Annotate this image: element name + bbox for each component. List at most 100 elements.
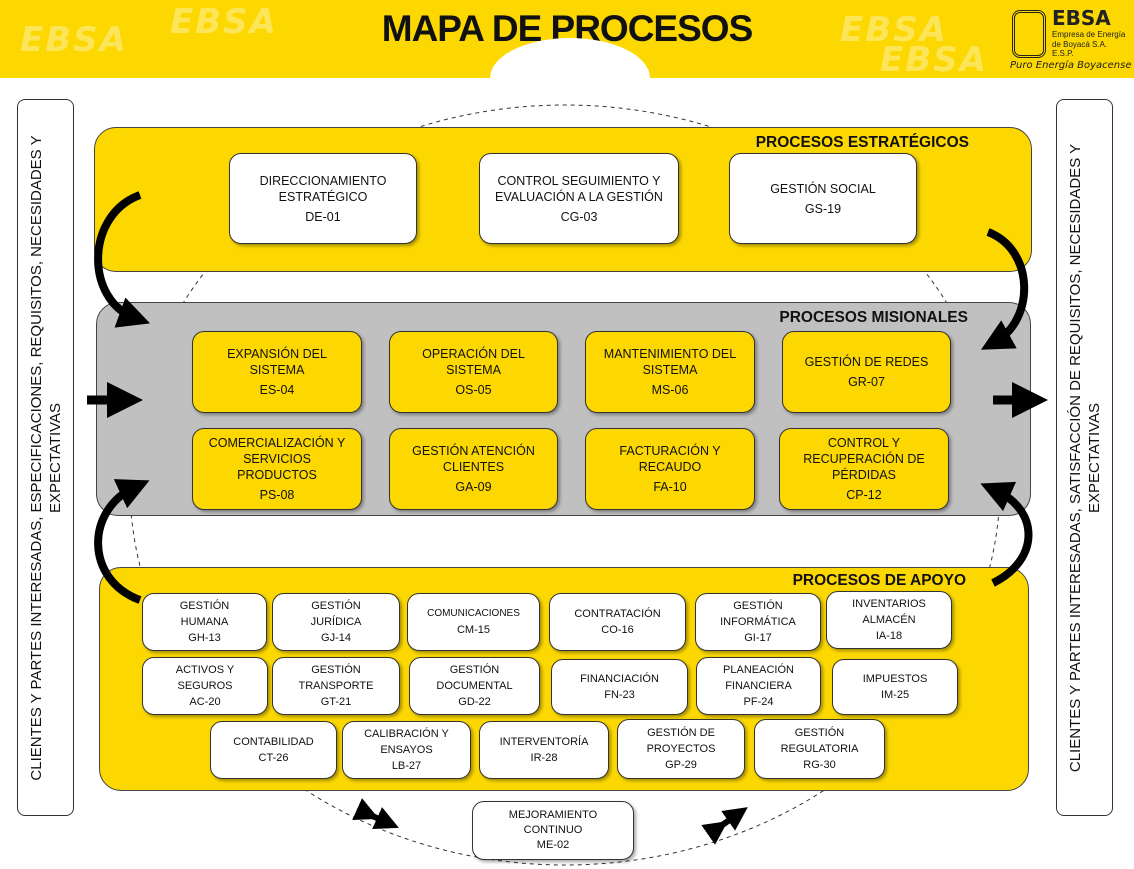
process-box-es-04[interactable]: EXPANSIÓN DEL SISTEMA ES-04: [192, 331, 362, 413]
logo-line2: de Boyacá S.A. E.S.P.: [1052, 40, 1108, 58]
process-name: COMUNICACIONES: [427, 608, 520, 619]
process-code: GR-07: [848, 375, 885, 389]
process-box-gt-21[interactable]: GESTIÓN TRANSPORTE GT-21: [272, 657, 400, 715]
process-box-gh-13[interactable]: GESTIÓN HUMANA GH-13: [142, 593, 267, 651]
double-arrow-right: [701, 807, 748, 845]
process-code: ME-02: [536, 839, 570, 851]
process-name: EXPANSIÓN DEL SISTEMA: [227, 347, 327, 377]
process-box-fa-10[interactable]: FACTURACIÓN Y RECAUDO FA-10: [585, 428, 755, 510]
watermark: EBSA: [840, 10, 948, 50]
process-box-gj-14[interactable]: GESTIÓN JURÍDICA GJ-14: [272, 593, 400, 651]
process-box-gp-29[interactable]: GESTIÓN DE PROYECTOS GP-29: [617, 719, 745, 779]
input-stakeholders-panel: CLIENTES Y PARTES INTERESADAS, ESPECIFIC…: [17, 99, 74, 816]
output-label: CLIENTES Y PARTES INTERESADAS, SATISFACC…: [1066, 143, 1103, 772]
process-code: FN-23: [604, 689, 635, 701]
process-code: AC-20: [189, 696, 221, 708]
double-arrow-left: [352, 798, 399, 830]
process-code: GI-17: [744, 632, 772, 644]
process-code: RG-30: [803, 759, 836, 771]
process-code: GH-13: [188, 632, 221, 644]
process-box-ia-18[interactable]: INVENTARIOS ALMACÉN IA-18: [826, 591, 952, 649]
watermark: EBSA: [880, 40, 988, 80]
process-code: CT-26: [258, 752, 289, 764]
watermark: EBSA: [170, 2, 278, 42]
process-name: GESTIÓN SOCIAL: [770, 181, 876, 196]
process-code: CP-12: [846, 488, 882, 502]
process-box-gd-22[interactable]: GESTIÓN DOCUMENTAL GD-22: [409, 657, 540, 715]
process-code: PF-24: [743, 696, 774, 708]
logo-line1: Empresa de Energía: [1052, 30, 1126, 39]
process-box-gr-07[interactable]: GESTIÓN DE REDES GR-07: [782, 331, 951, 413]
process-name: GESTIÓN DE PROYECTOS: [646, 727, 716, 755]
process-box-cg-03[interactable]: CONTROL SEGUIMIENTO Y EVALUACIÓN A LA GE…: [479, 153, 679, 244]
process-name: GESTIÓN ATENCIÓN CLIENTES: [412, 444, 535, 474]
logo-mark-icon: [1012, 10, 1046, 58]
process-name: GESTIÓN REGULATORIA: [780, 727, 859, 755]
process-name: CALIBRACIÓN Y ENSAYOS: [364, 728, 449, 756]
watermark: EBSA: [20, 20, 128, 60]
strategic-title: PROCESOS ESTRATÉGICOS: [755, 134, 969, 151]
process-name: CONTRATACIÓN: [574, 608, 661, 620]
logo-tagline: Puro Energía Boyacense: [1010, 60, 1132, 71]
ebsa-logo: EBSA Empresa de Energía de Boyacá S.A. E…: [1010, 6, 1132, 74]
process-name: ACTIVOS Y SEGUROS: [175, 664, 235, 692]
process-box-gi-17[interactable]: GESTIÓN INFORMÁTICA GI-17: [695, 593, 821, 651]
process-box-fn-23[interactable]: FINANCIACIÓN FN-23: [551, 659, 688, 715]
process-code: GP-29: [665, 759, 697, 771]
process-name: COMERCIALIZACIÓN Y SERVICIOS PRODUCTOS: [208, 436, 346, 482]
process-name: INTERVENTORÍA: [499, 736, 589, 748]
input-label: CLIENTES Y PARTES INTERESADAS, ESPECIFIC…: [27, 134, 64, 781]
process-name: MEJORAMIENTO CONTINUO: [508, 809, 598, 836]
process-name: GESTIÓN JURÍDICA: [310, 600, 362, 628]
process-code: ES-04: [259, 383, 295, 397]
process-name: FACTURACIÓN Y RECAUDO: [619, 444, 721, 474]
process-box-me-02[interactable]: MEJORAMIENTO CONTINUO ME-02: [472, 801, 634, 860]
process-name: GESTIÓN DOCUMENTAL: [436, 664, 513, 692]
support-title: PROCESOS DE APOYO: [792, 572, 966, 589]
process-box-ct-26[interactable]: CONTABILIDAD CT-26: [210, 721, 337, 779]
process-box-ga-09[interactable]: GESTIÓN ATENCIÓN CLIENTES GA-09: [389, 428, 558, 510]
process-code: GT-21: [320, 696, 352, 708]
output-stakeholders-panel: CLIENTES Y PARTES INTERESADAS, SATISFACC…: [1056, 99, 1113, 816]
process-code: CM-15: [456, 624, 490, 636]
process-box-cm-15[interactable]: COMUNICACIONES CM-15: [407, 593, 540, 651]
page-title: MAPA DE PROCESOS: [381, 8, 754, 49]
process-name: GESTIÓN HUMANA: [179, 600, 230, 628]
logo-name: EBSA: [1052, 6, 1111, 30]
process-box-de-01[interactable]: DIRECCIONAMIENTO ESTRATÉGICO DE-01: [229, 153, 417, 244]
process-name: INVENTARIOS ALMACÉN: [852, 598, 926, 626]
process-code: FA-10: [653, 480, 687, 494]
process-name: MANTENIMIENTO DEL SISTEMA: [603, 347, 737, 377]
process-name: CONTROL SEGUIMIENTO Y EVALUACIÓN A LA GE…: [495, 173, 663, 204]
process-box-gs-19[interactable]: GESTIÓN SOCIAL GS-19: [729, 153, 917, 244]
process-name: GESTIÓN INFORMÁTICA: [720, 600, 796, 628]
process-code: GD-22: [458, 696, 491, 708]
process-box-ac-20[interactable]: ACTIVOS Y SEGUROS AC-20: [142, 657, 268, 715]
process-code: GS-19: [804, 201, 842, 216]
process-name: IMPUESTOS: [862, 673, 928, 685]
process-name: FINANCIACIÓN: [580, 673, 659, 685]
process-name: GESTIÓN TRANSPORTE: [298, 664, 374, 692]
process-code: DE-01: [305, 209, 341, 224]
header-banner: EBSA EBSA EBSA EBSA MAPA DE PROCESOS EBS…: [0, 0, 1134, 80]
process-code: OS-05: [455, 383, 492, 397]
process-code: IA-18: [875, 630, 903, 642]
process-name: DIRECCIONAMIENTO ESTRATÉGICO: [259, 173, 387, 204]
process-box-rg-30[interactable]: GESTIÓN REGULATORIA RG-30: [754, 719, 885, 779]
process-code: GA-09: [455, 480, 492, 494]
process-code: CG-03: [560, 209, 598, 224]
process-code: GJ-14: [321, 632, 351, 644]
process-name: GESTIÓN DE REDES: [804, 355, 929, 369]
process-name: CONTABILIDAD: [233, 736, 314, 748]
process-code: LB-27: [391, 760, 422, 772]
missional-title: PROCESOS MISIONALES: [779, 309, 968, 326]
process-box-lb-27[interactable]: CALIBRACIÓN Y ENSAYOS LB-27: [342, 721, 471, 779]
